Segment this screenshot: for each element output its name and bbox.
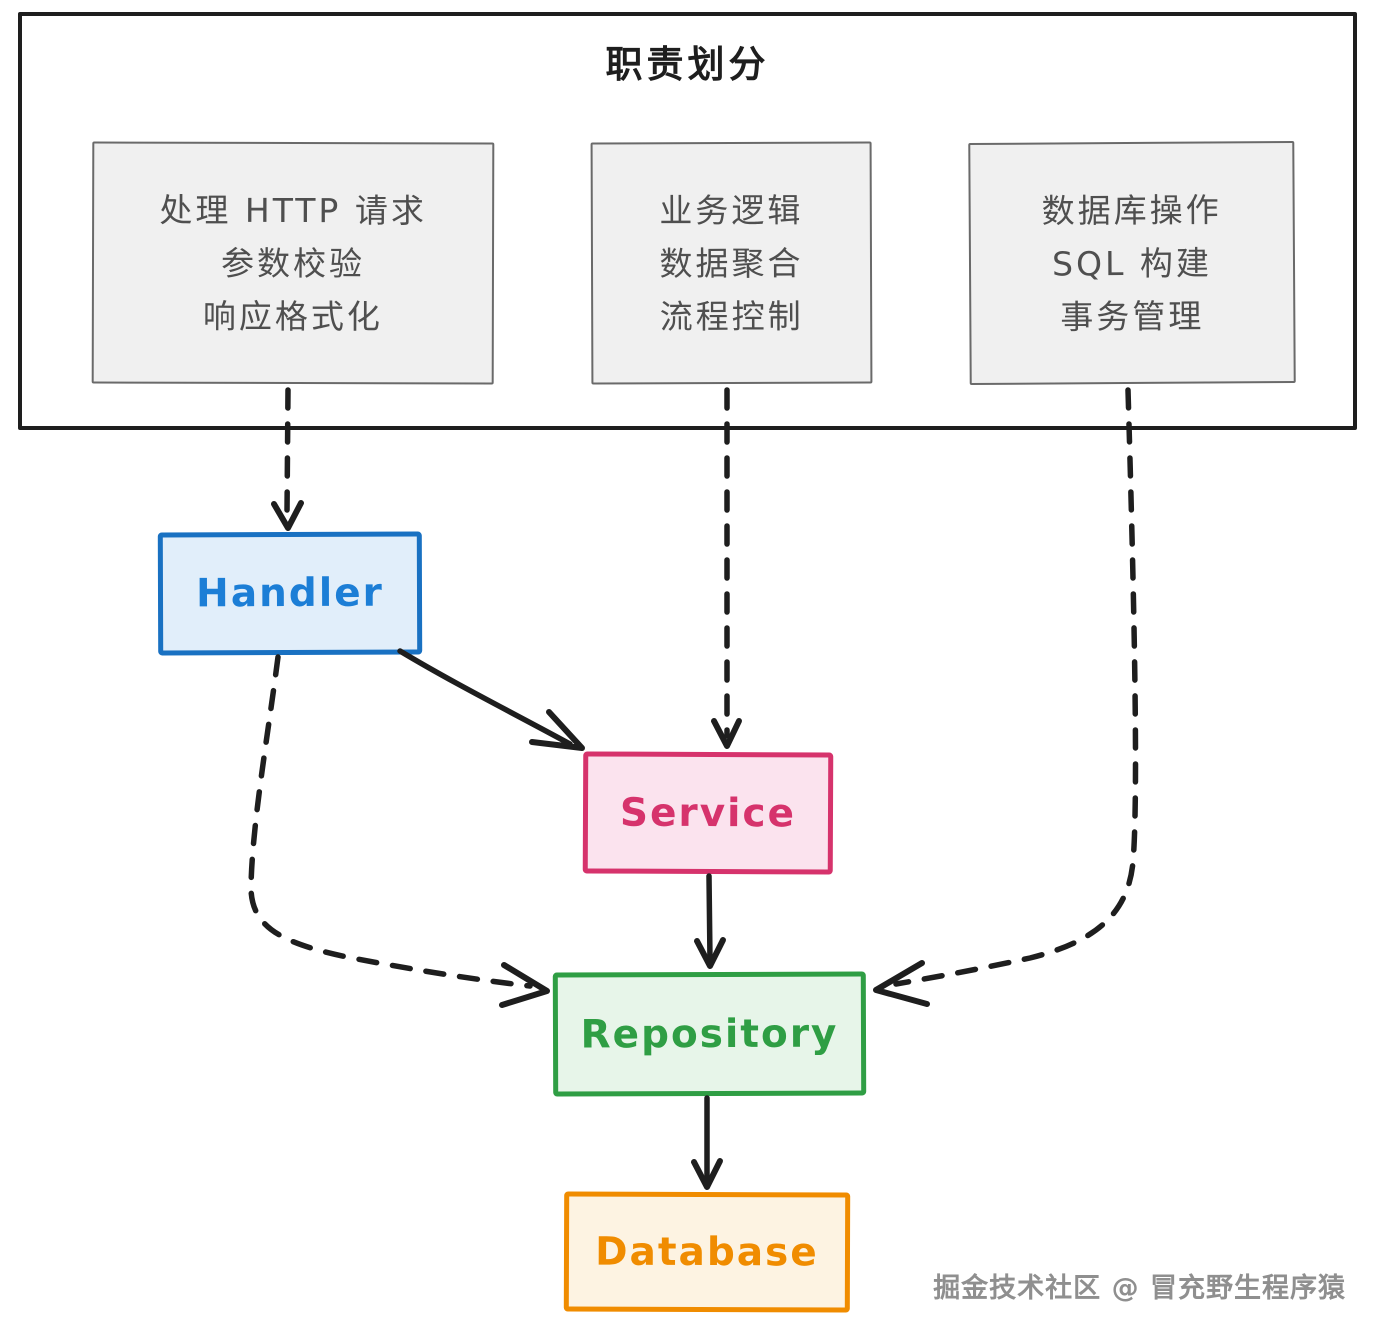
responsibility-container: 职责划分 处理 HTTP 请求 参数校验 响应格式化 业务逻辑 数据聚合 流程控… bbox=[18, 12, 1357, 430]
arrow-handler-to-repository bbox=[248, 654, 550, 1008]
duty-line: 参数校验 bbox=[220, 243, 366, 283]
arrow-duty2-to-service bbox=[711, 387, 742, 749]
arrow-duty3-to-repository bbox=[873, 387, 1139, 1007]
duty-card-handler: 处理 HTTP 请求 参数校验 响应格式化 bbox=[91, 141, 495, 385]
arrow-handler-to-service bbox=[397, 648, 585, 751]
duty-line: 业务逻辑 bbox=[659, 190, 804, 230]
duty-line: 响应格式化 bbox=[202, 296, 383, 336]
duty-line: SQL 构建 bbox=[1051, 243, 1213, 283]
duty-card-service: 业务逻辑 数据聚合 流程控制 bbox=[590, 141, 873, 385]
node-service: Service bbox=[582, 751, 834, 875]
node-database: Database bbox=[563, 1191, 851, 1313]
duty-line: 事务管理 bbox=[1060, 296, 1205, 336]
node-handler: Handler bbox=[157, 531, 423, 656]
duty-line: 流程控制 bbox=[659, 296, 804, 336]
arrow-repository-to-database bbox=[691, 1095, 723, 1190]
watermark: 掘金技术社区 @ 冒充野生程序猿 bbox=[933, 1273, 1346, 1304]
arrow-service-to-repository bbox=[694, 873, 726, 969]
container-title: 职责划分 bbox=[605, 43, 770, 86]
duty-line: 数据聚合 bbox=[659, 243, 804, 283]
duty-card-repository: 数据库操作 SQL 构建 事务管理 bbox=[968, 141, 1296, 385]
node-repository: Repository bbox=[552, 971, 867, 1097]
duty-line: 数据库操作 bbox=[1041, 189, 1222, 231]
duty-line: 处理 HTTP 请求 bbox=[159, 190, 427, 230]
